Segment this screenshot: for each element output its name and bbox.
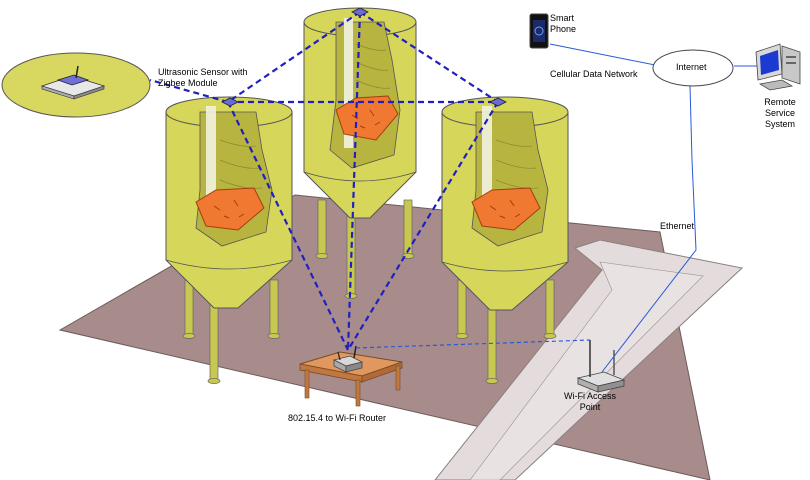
silo-left [165, 96, 293, 384]
access-point-label: Wi-Fi Access Point [563, 391, 616, 412]
ultrasonic-sensor-icon [221, 7, 507, 107]
ethernet-label: Ethernet [660, 221, 695, 231]
wifi-access-point-icon [576, 340, 626, 393]
desktop-computer-icon [755, 43, 801, 91]
internet-cloud [652, 49, 734, 87]
silo-right [441, 96, 569, 384]
remote-service-label: Remote Service System [764, 97, 796, 129]
smartphone-label: Smart Phone [550, 13, 577, 34]
router-label: 802.15.4 to Wi-Fi Router [288, 413, 387, 423]
smartphone-icon [529, 13, 549, 49]
ethernet-cable [601, 85, 697, 373]
router-icon [332, 345, 364, 373]
silo-center [303, 7, 417, 299]
cellular-network-label: Cellular Data Network [550, 69, 638, 79]
zigbee-links [149, 11, 499, 351]
internet-label: Internet [676, 62, 707, 72]
cellular-link [549, 43, 661, 67]
sensor-label: Ultrasonic Sensor with Zigbee Module [158, 67, 248, 88]
sensor-callout [1, 52, 151, 118]
